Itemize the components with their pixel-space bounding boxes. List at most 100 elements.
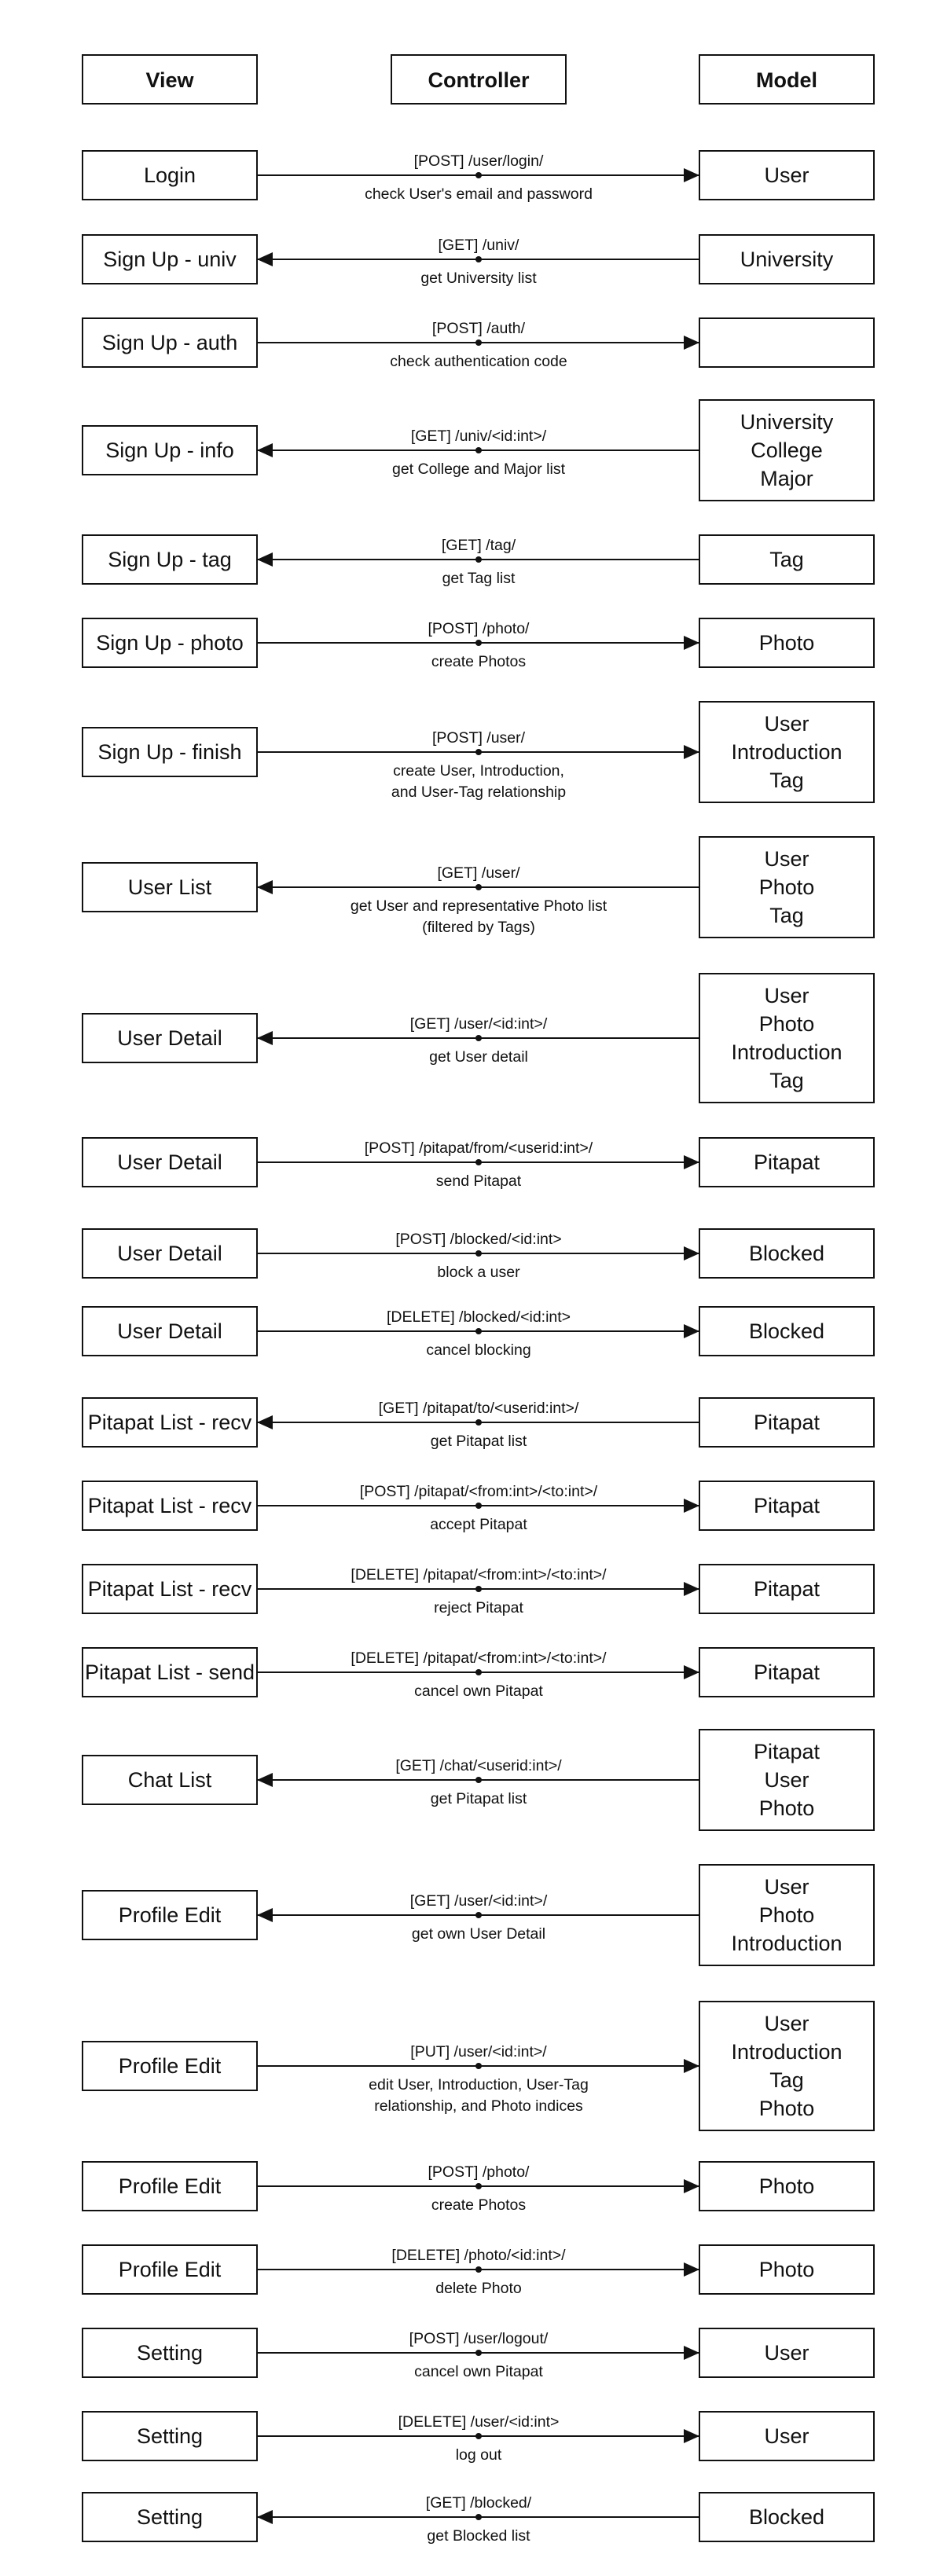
view-box (82, 618, 258, 668)
description-label: send Pitapat (436, 1172, 522, 1190)
route-label: [POST] /pitapat/from/<userid:int>/ (365, 1139, 593, 1157)
arrow-midpoint-dot (475, 1503, 482, 1509)
arrow-head-right-icon (684, 1324, 699, 1338)
view-box (82, 534, 258, 585)
model-label: Tag (769, 904, 804, 927)
arrow-head-right-icon (684, 1665, 699, 1679)
model-box (699, 701, 875, 803)
model-label: Major (760, 467, 813, 490)
arrow-midpoint-dot (475, 1419, 482, 1426)
arrow-head-left-icon (257, 443, 273, 457)
arrow-midpoint-dot (475, 640, 482, 646)
description-label: get Pitapat list (431, 1790, 527, 1807)
model-box (699, 973, 875, 1103)
arrow-midpoint-dot (475, 1777, 482, 1783)
header-controller: Controller (428, 68, 529, 92)
description-label: check User's email and password (365, 185, 593, 203)
model-box (699, 2492, 875, 2542)
arrow-head-right-icon (684, 1246, 699, 1260)
description-label: accept Pitapat (430, 1516, 527, 1533)
model-label: Photo (759, 2097, 815, 2120)
route-label: [GET] /pitapat/to/<userid:int>/ (379, 1400, 579, 1417)
model-label: Blocked (749, 1242, 824, 1265)
view-label: Profile Edit (119, 2174, 222, 2198)
arrow-head-right-icon (684, 1155, 699, 1169)
route-label: [DELETE] /pitapat/<from:int>/<to:int>/ (351, 1566, 607, 1583)
view-label: Pitapat List - recv (88, 1577, 252, 1601)
description-label: check authentication code (390, 353, 567, 370)
arrow-midpoint-dot (475, 884, 482, 890)
model-label: Tag (769, 548, 804, 571)
route-label: [DELETE] /user/<id:int> (398, 2413, 560, 2431)
model-label: Photo (759, 1903, 815, 1927)
model-label: Introduction (731, 740, 842, 764)
view-box (82, 862, 258, 912)
model-label: Pitapat (754, 1150, 820, 1174)
description-label: create Photos (431, 653, 527, 670)
model-label: Photo (759, 1796, 815, 1820)
route-label: [POST] /user/logout/ (409, 2330, 549, 2347)
view-label: Sign Up - info (105, 439, 234, 462)
route-label: [POST] /user/ (432, 729, 526, 747)
header-model: Model (756, 68, 817, 92)
view-label: Pitapat List - send (85, 1660, 255, 1684)
model-box (699, 2411, 875, 2461)
description-label: get User detail (429, 1048, 528, 1066)
model-label: User (764, 984, 809, 1007)
flow-row: Sign Up - auth[POST] /auth/check authent… (82, 317, 875, 370)
model-label: Introduction (731, 1040, 842, 1064)
route-label: [GET] /blocked/ (426, 2494, 532, 2512)
header-view-box (82, 54, 258, 105)
model-label: Pitapat (754, 1660, 820, 1684)
model-box (699, 399, 875, 501)
arrow-midpoint-dot (475, 1250, 482, 1257)
model-label: User (764, 1768, 809, 1792)
view-box (82, 2411, 258, 2461)
arrow-head-right-icon (684, 1499, 699, 1513)
model-box (699, 2161, 875, 2211)
view-label: User List (128, 875, 212, 899)
arrow-midpoint-dot (475, 2514, 482, 2520)
model-label: Blocked (749, 2505, 824, 2529)
arrow-head-right-icon (684, 1582, 699, 1596)
route-label: [POST] /photo/ (428, 620, 530, 637)
route-label: [POST] /pitapat/<from:int>/<to:int>/ (360, 1483, 598, 1500)
model-label: Pitapat (754, 1577, 820, 1601)
model-label: User (764, 2012, 809, 2035)
arrow-head-right-icon (684, 636, 699, 650)
flow-row: User DetailUserPhotoIntroductionTag[GET]… (82, 973, 875, 1103)
description-label: cancel own Pitapat (414, 2363, 543, 2380)
model-label: Photo (759, 875, 815, 899)
view-label: User Detail (117, 1150, 222, 1174)
model-label: Photo (759, 2174, 815, 2198)
route-label: [DELETE] /photo/<id:int>/ (391, 2247, 566, 2264)
arrow-midpoint-dot (475, 2183, 482, 2189)
arrow-head-left-icon (257, 1908, 273, 1922)
arrow-midpoint-dot (475, 447, 482, 453)
description-label: (filtered by Tags) (422, 919, 535, 936)
header-model-box (699, 54, 875, 105)
view-label: Pitapat List - recv (88, 1494, 252, 1517)
description-label: get Tag list (442, 570, 516, 587)
arrow-midpoint-dot (475, 172, 482, 178)
arrow-midpoint-dot (475, 749, 482, 755)
description-label: relationship, and Photo indices (374, 2097, 583, 2115)
description-label: edit User, Introduction, User-Tag (369, 2076, 589, 2093)
model-label: Photo (759, 631, 815, 655)
description-label: cancel own Pitapat (414, 1682, 543, 1700)
view-box (82, 425, 258, 475)
model-label: Photo (759, 2258, 815, 2281)
view-box (82, 2328, 258, 2378)
view-box (82, 1013, 258, 1063)
